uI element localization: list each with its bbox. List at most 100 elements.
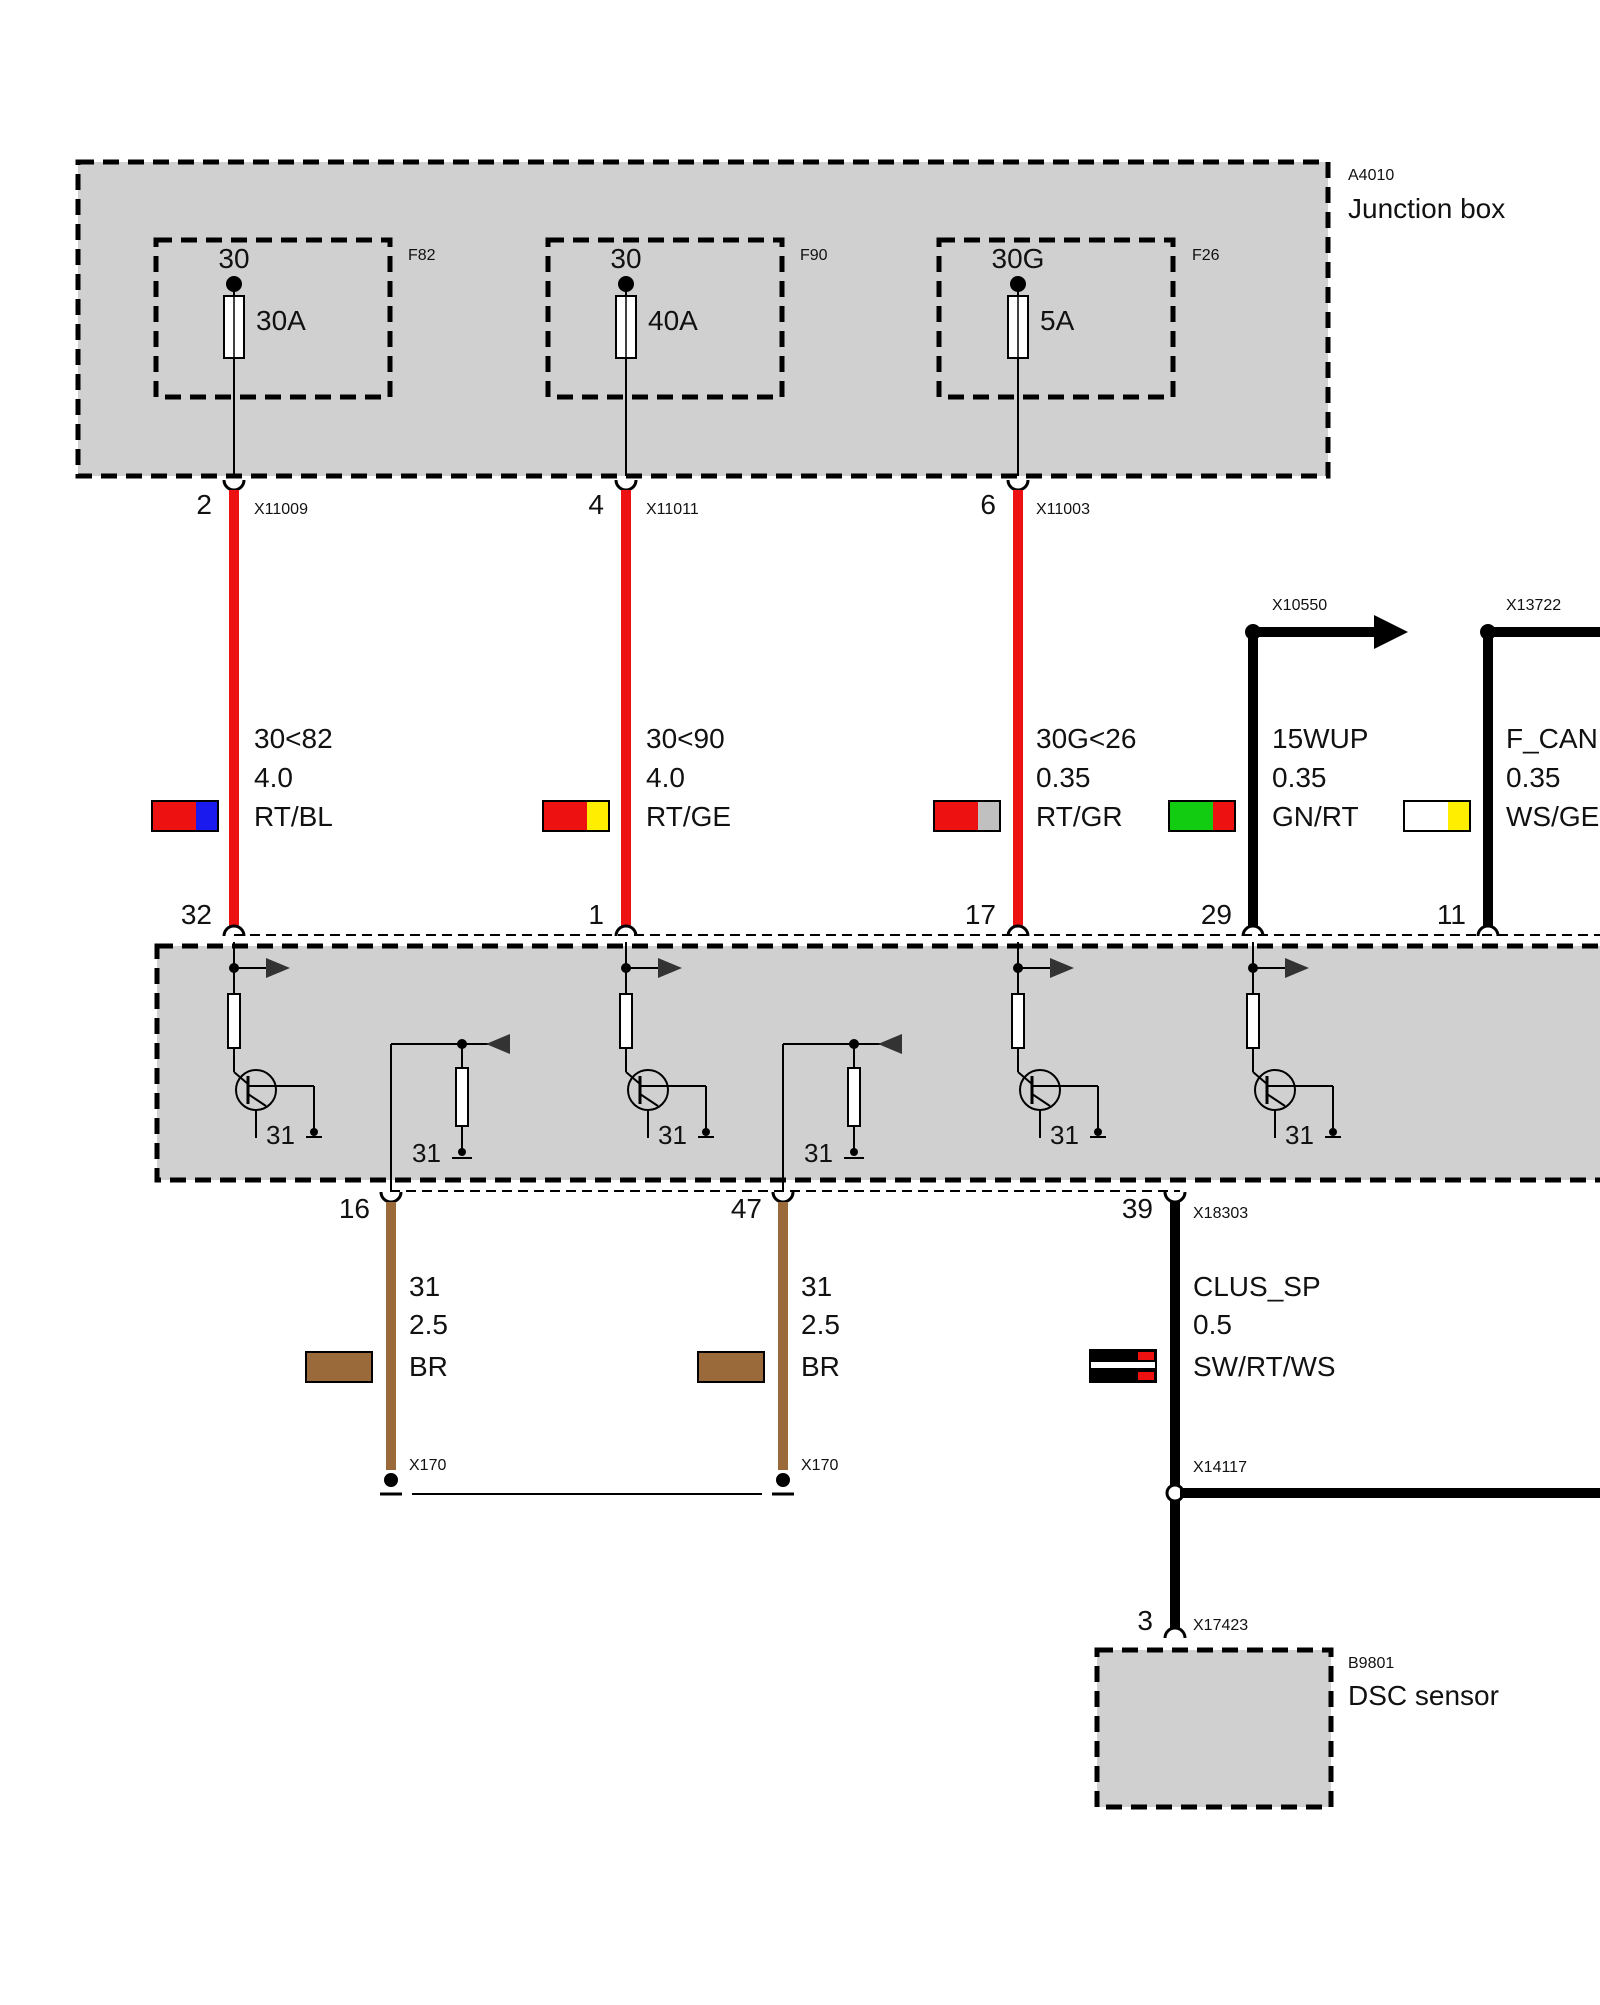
wire-line [1170, 1202, 1180, 1628]
wire-signal: 30G<26 [1036, 723, 1136, 754]
fuse-id: F90 [800, 247, 828, 264]
wire-signal: 30<82 [254, 723, 333, 754]
sensor-name: DSC sensor [1348, 1680, 1499, 1711]
connector-cup [1006, 479, 1030, 492]
connector-id: X11009 [254, 501, 308, 518]
wire-size: 0.35 [1036, 762, 1091, 793]
wire-color-swatch [151, 800, 219, 832]
pin-number: 39 [1122, 1193, 1153, 1224]
connector-cup [222, 924, 246, 937]
fuse-holder [153, 237, 393, 400]
pin-number: 4 [588, 489, 604, 520]
arrow-right-icon [266, 958, 290, 978]
connector-id: X13722 [1506, 597, 1561, 614]
connector-id: X11003 [1036, 501, 1090, 518]
pin-number: 2 [196, 489, 212, 520]
wire-signal: F_CAN [1506, 723, 1598, 754]
pin-number: 17 [965, 899, 996, 930]
wire-color-code: GN/RT [1272, 801, 1359, 832]
pin-number: 16 [339, 1193, 370, 1224]
wire-30-82: 2 X11009 30<82 4.0 RT/BL 32 [151, 479, 333, 937]
junction-box [75, 159, 1331, 479]
wire-15wup: X10550 15WUP 0.35 GN/RT 29 [1168, 597, 1408, 937]
arrow-left-icon [878, 1034, 902, 1054]
fuse-id: F82 [408, 247, 436, 264]
pin-number: 6 [980, 489, 996, 520]
output-stage: 31 [1246, 942, 1341, 1150]
wire-size: 4.0 [254, 762, 293, 793]
splice-id: X14117 [1193, 1459, 1247, 1476]
wire-line [1253, 627, 1379, 637]
ground-label: 31 [266, 1120, 295, 1150]
wire-color-code: WS/GE [1506, 801, 1599, 832]
output-stage: 31 [1011, 942, 1106, 1150]
ground-label: 31 [1285, 1120, 1314, 1150]
ground-wire-16: 16 31 2.5 BR X170 [305, 1191, 448, 1496]
control-module [154, 943, 1600, 1183]
pin-number: 11 [1437, 899, 1466, 930]
pin-number: 3 [1137, 1605, 1153, 1636]
wire-f-can: X13722 F_CAN 0.35 WS/GE 11 [1403, 597, 1600, 937]
wire-color-code: BR [801, 1351, 840, 1382]
wire-color-code: BR [409, 1351, 448, 1382]
wire-signal: 30<90 [646, 723, 725, 754]
ground-dot [776, 1473, 790, 1487]
fuse-f26: 30G 5A F26 [936, 237, 1220, 476]
connector-cup [771, 1191, 795, 1204]
wire-color-swatch [542, 800, 610, 832]
connector-id: X18303 [1193, 1205, 1248, 1222]
wire-30g-26: 6 X11003 30G<26 0.35 RT/GR 17 [933, 479, 1136, 937]
arrow-left-icon [486, 1034, 510, 1054]
pin-number: 47 [731, 1193, 762, 1224]
arrow-right-icon [1374, 615, 1408, 649]
wire-size: 2.5 [409, 1309, 448, 1340]
wire-color-swatch [305, 1351, 373, 1383]
wire-line [229, 490, 239, 926]
pin-number: 29 [1201, 899, 1232, 930]
fuse-f90: 30 40A F90 [545, 237, 828, 476]
connector-id: X170 [409, 1457, 446, 1474]
wire-line [386, 1202, 396, 1470]
ground-label: 31 [1050, 1120, 1079, 1150]
connector-cup [1006, 924, 1030, 937]
wire-color-code: SW/RT/WS [1193, 1351, 1336, 1382]
wire-line [1488, 627, 1600, 637]
fuse-holder [936, 237, 1176, 400]
wire-color-swatch [1168, 800, 1236, 832]
wire-line [1180, 1488, 1600, 1498]
wire-signal: 31 [409, 1271, 440, 1302]
wire-signal: CLUS_SP [1193, 1271, 1321, 1302]
arrow-right-icon [658, 958, 682, 978]
wire-line [778, 1202, 788, 1470]
ground-input: 31 [390, 1034, 510, 1190]
wire-color-code: RT/BL [254, 801, 333, 832]
wire-color-swatch [697, 1351, 765, 1383]
wire-color-swatch [1403, 800, 1471, 832]
connector-cup [1476, 924, 1500, 937]
connector-cup [1241, 924, 1265, 937]
fuse-f82: 30 30A F82 [153, 237, 436, 476]
output-stage: 31 [619, 942, 714, 1150]
connector-id: X17423 [1193, 1617, 1248, 1634]
arrow-right-icon [1050, 958, 1074, 978]
junction-box-id: A4010 [1348, 167, 1394, 184]
fuse-rating: 40A [648, 305, 698, 336]
wire-size: 4.0 [646, 762, 685, 793]
fuse-rating: 30A [256, 305, 306, 336]
wire-line [1483, 632, 1493, 926]
wire-color-code: RT/GR [1036, 801, 1123, 832]
connector-id: X11011 [646, 501, 699, 518]
ground-dot [384, 1473, 398, 1487]
wire-color-swatch [933, 800, 1001, 832]
output-stage: 31 [227, 942, 322, 1150]
connector-id: X170 [801, 1457, 838, 1474]
fuse-terminal: 30 [610, 243, 641, 274]
wire-color-swatch [1089, 1349, 1157, 1383]
wire-size: 0.35 [1506, 762, 1561, 793]
connector-cup [614, 924, 638, 937]
connector-id: X10550 [1272, 597, 1327, 614]
connector-cup [379, 1191, 403, 1204]
arrow-right-icon [1285, 958, 1309, 978]
